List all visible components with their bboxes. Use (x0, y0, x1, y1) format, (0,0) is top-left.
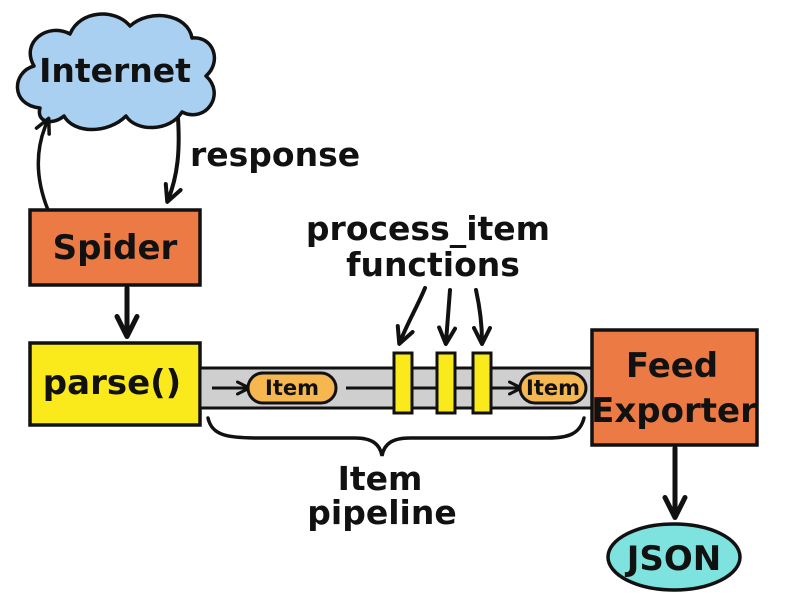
pipeline-brace (206, 416, 586, 457)
function-arrow-2 (437, 288, 458, 346)
functions-label: functions (346, 245, 520, 284)
feed-exporter-box (590, 328, 759, 447)
process-item-label: process_item (306, 209, 550, 248)
item-in-pill (246, 371, 338, 405)
response-arrow (163, 116, 183, 204)
parse-label: parse() (43, 363, 181, 403)
item-out-label: Item (526, 376, 580, 400)
feed-exporter-node: Feed Exporter (590, 328, 759, 447)
feed-exporter-label-1: Feed (626, 346, 718, 386)
process-item-gates (392, 351, 493, 415)
item-pipeline-label-2: pipeline (307, 493, 456, 532)
function-arrow-3 (471, 288, 492, 346)
json-label: JSON (625, 539, 722, 579)
spider-to-internet-arrow (34, 116, 51, 212)
internet-node: Internet (15, 12, 217, 132)
spider-box (28, 208, 202, 287)
spider-node: Spider (28, 208, 202, 287)
parse-box (28, 341, 202, 427)
response-label: response (190, 135, 360, 174)
internet-cloud-shape (15, 12, 217, 132)
function-arrow-1 (395, 286, 427, 346)
process-item-gate-2 (435, 351, 457, 415)
spider-label: Spider (53, 228, 178, 268)
item-out-pill (518, 371, 588, 405)
internet-label: Internet (39, 51, 191, 90)
feed-exporter-label-2: Exporter (591, 391, 757, 431)
process-item-gate-3 (471, 351, 493, 415)
parse-node: parse() (28, 341, 202, 427)
json-node: JSON (606, 522, 742, 592)
process-item-gate-1 (392, 351, 414, 415)
json-ellipse (606, 522, 742, 592)
item-in-label: Item (265, 376, 319, 400)
item-pipeline-label-1: Item (338, 459, 423, 498)
